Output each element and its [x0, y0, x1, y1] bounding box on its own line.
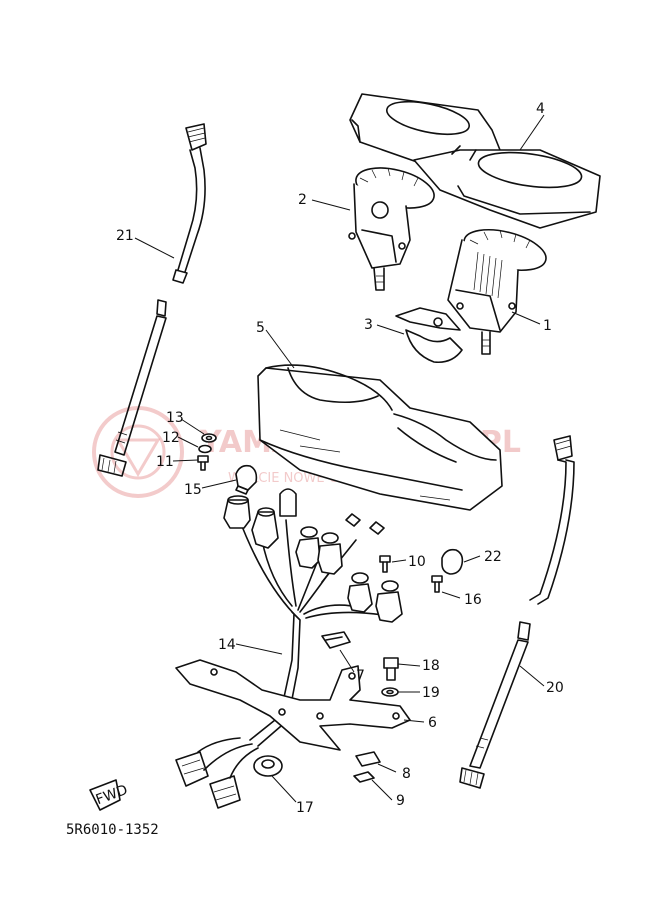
part-7-grommet	[321, 631, 351, 649]
callout-4: 4	[536, 101, 545, 117]
fwd-arrow-icon: FWD	[89, 779, 130, 811]
part-5-meter-case	[257, 364, 503, 511]
callout-12: 12	[162, 430, 180, 446]
part-21-cable	[97, 123, 207, 477]
diagram-code: 5R6010-1352	[66, 822, 159, 838]
callouts: 21 2 4 3 1 5 13 12 11 15 14 10 22 16 7 1…	[116, 101, 564, 816]
callout-6: 6	[428, 715, 437, 731]
callout-1: 1	[543, 318, 552, 334]
part-12-washer	[198, 444, 212, 454]
callout-21: 21	[116, 228, 134, 244]
callout-13: 13	[166, 410, 184, 426]
part-6-bracket-plate	[175, 659, 411, 751]
part-2-gauge	[348, 167, 435, 291]
callout-2: 2	[298, 192, 307, 208]
part-1-gauge	[447, 228, 547, 355]
callout-14: 14	[218, 637, 236, 653]
part-19-washer	[381, 687, 399, 697]
callout-15: 15	[184, 482, 202, 498]
part-16-bolt	[431, 575, 443, 593]
callout-18: 18	[422, 658, 440, 674]
part-22-grommet	[441, 548, 464, 575]
part-10-bolt	[379, 555, 391, 573]
callout-17: 17	[296, 800, 314, 816]
part-11-screw	[197, 455, 209, 471]
callout-22: 22	[484, 549, 502, 565]
callout-16: 16	[464, 592, 482, 608]
callout-3: 3	[364, 317, 373, 333]
part-3-bracket	[395, 307, 463, 364]
part-15-bulb	[235, 464, 258, 495]
part-9-nut	[353, 771, 375, 783]
part-13-washer	[201, 433, 217, 443]
callout-20: 20	[546, 680, 564, 696]
part-18-bolt	[383, 657, 399, 681]
callout-19: 19	[422, 685, 440, 701]
callout-10: 10	[408, 554, 426, 570]
part-17-grommet	[253, 755, 283, 777]
part-4-meter-cover	[349, 93, 601, 229]
part-8-damper	[355, 751, 381, 767]
callout-7: 7	[356, 668, 365, 684]
part-14-wire-harness	[175, 488, 403, 809]
callout-11: 11	[156, 454, 174, 470]
callout-9: 9	[396, 793, 405, 809]
callout-5: 5	[256, 320, 265, 336]
part-20-cable	[459, 435, 575, 789]
leader-lines	[134, 114, 545, 803]
callout-8: 8	[402, 766, 411, 782]
